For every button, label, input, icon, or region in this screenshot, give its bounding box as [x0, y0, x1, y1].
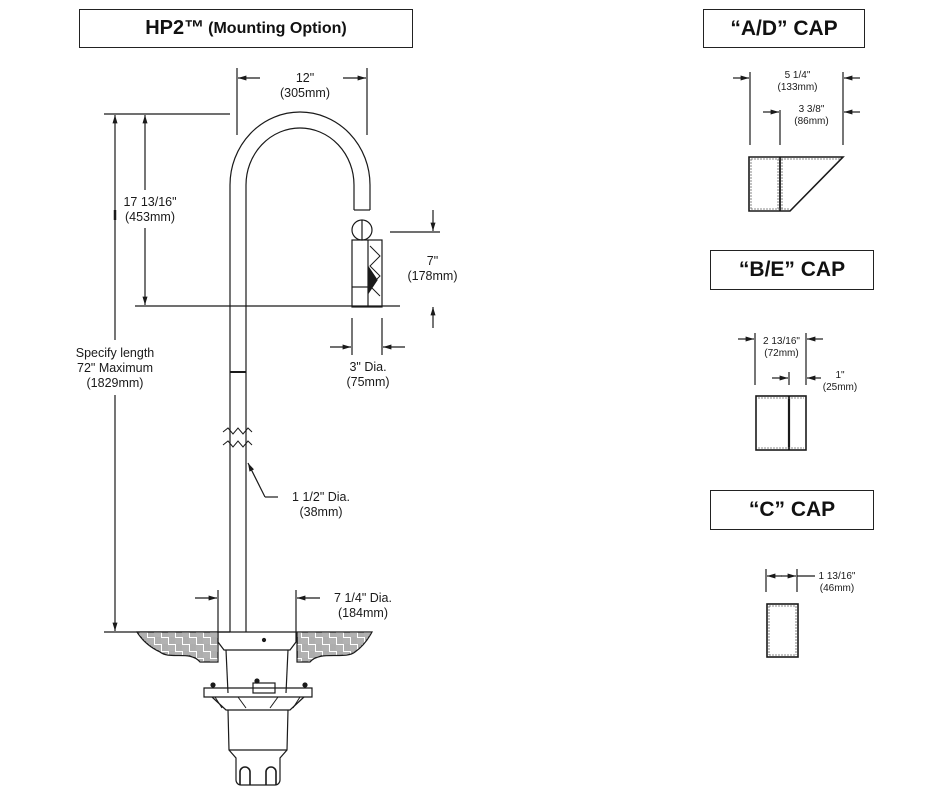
spray-head	[351, 219, 383, 308]
label-cap-be-overall: 2 13/16" (72mm)	[754, 336, 809, 360]
head-height-imperial: 7"	[426, 254, 439, 268]
gooseneck-width-imperial: 12"	[295, 71, 315, 85]
cap-ad-title: “A/D” CAP	[730, 16, 838, 40]
flange-diameter-metric: (184mm)	[337, 606, 388, 620]
overall-length-line3: (1829mm)	[86, 376, 144, 390]
label-flange-diameter: 7 1/4" Dia. (184mm)	[322, 591, 404, 621]
main-title-suffix: (Mounting Option)	[208, 19, 347, 37]
cap-c-width-imperial: 1 13/16"	[818, 571, 856, 582]
label-cap-ad-inner: 3 3/8" (86mm)	[784, 104, 839, 128]
cap-be-inner-metric: (25mm)	[822, 382, 858, 393]
label-cap-be-inner: 1" (25mm)	[815, 370, 865, 394]
pipe-diameter-imperial: 1 1/2" Dia.	[292, 490, 350, 504]
cap-be-drawing	[738, 333, 823, 451]
cap-ad-overall-metric: (133mm)	[777, 82, 818, 93]
cap-ad-inner-metric: (86mm)	[794, 116, 829, 127]
overall-length-line1: Specify length	[75, 346, 155, 360]
cap-c-title-box: “C” CAP	[710, 490, 874, 530]
label-head-diameter: 3" Dia. (75mm)	[333, 360, 403, 390]
cap-be-overall-imperial: 2 13/16"	[763, 336, 800, 347]
overall-length-line2: 72" Maximum	[77, 361, 153, 375]
label-head-height: 7" (178mm)	[400, 254, 465, 284]
main-title-box: HP2™ (Mounting Option)	[79, 9, 413, 48]
counter-section	[135, 631, 374, 663]
label-gooseneck-height: 17 13/16" (453mm)	[110, 195, 190, 225]
label-cap-c-width: 1 13/16" (46mm)	[812, 571, 862, 595]
cap-ad-inner-imperial: 3 3/8"	[798, 104, 825, 115]
dim-gooseneck-height	[104, 113, 400, 307]
label-pipe-diameter: 1 1/2" Dia. (38mm)	[281, 490, 361, 520]
dim-flange-diameter	[195, 590, 320, 632]
dim-gooseneck-width	[236, 68, 368, 135]
leader-pipe-diameter	[247, 462, 278, 498]
dim-head-height	[390, 210, 440, 328]
cap-be-overall-metric: (72mm)	[764, 348, 799, 359]
cap-be-title: “B/E” CAP	[738, 258, 846, 281]
cap-ad-drawing	[733, 72, 860, 212]
cap-be-inner-imperial: 1"	[835, 370, 845, 381]
gooseneck-width-metric: (305mm)	[279, 86, 330, 100]
cap-be-title-box: “B/E” CAP	[710, 250, 874, 290]
gooseneck-height-imperial: 17 13/16"	[123, 195, 177, 209]
gooseneck-height-metric: (453mm)	[124, 210, 175, 224]
label-overall-length: Specify length 72" Maximum (1829mm)	[60, 346, 170, 391]
cap-ad-title-box: “A/D” CAP	[703, 9, 865, 48]
cap-c-title: “C” CAP	[748, 498, 836, 521]
pipe-diameter-metric: (38mm)	[299, 505, 343, 519]
flange-diameter-imperial: 7 1/4" Dia.	[334, 591, 392, 605]
label-cap-ad-overall: 5 1/4" (133mm)	[765, 70, 830, 94]
cap-ad-overall-imperial: 5 1/4"	[784, 70, 811, 81]
gooseneck-pipe	[229, 111, 371, 632]
mounting-base	[203, 631, 313, 786]
dim-head-diameter	[330, 318, 405, 355]
pipe-break-marks	[222, 427, 253, 448]
main-title-name: HP2™	[145, 17, 205, 39]
head-diameter-imperial: 3" Dia.	[349, 360, 387, 374]
head-diameter-metric: (75mm)	[346, 375, 390, 389]
label-gooseneck-width: 12" (305mm)	[270, 71, 340, 101]
cap-c-width-metric: (46mm)	[819, 583, 855, 594]
head-height-metric: (178mm)	[407, 269, 458, 283]
cap-c-drawing	[765, 569, 815, 658]
